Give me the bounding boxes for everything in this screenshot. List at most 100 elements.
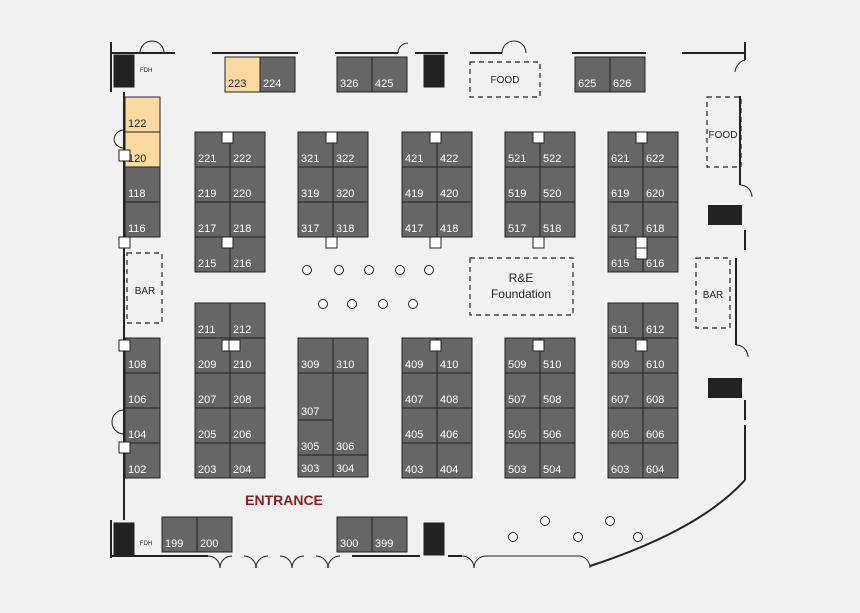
booth-417[interactable] [401, 201, 438, 238]
booth-206[interactable] [229, 407, 266, 444]
booth-108[interactable] [124, 337, 161, 374]
booth-number: 617 [611, 223, 629, 235]
booth-number: 223 [228, 78, 246, 90]
booth-106[interactable] [124, 372, 161, 409]
booth-620[interactable] [642, 166, 679, 203]
booth-217[interactable] [194, 201, 231, 238]
booth-218[interactable] [229, 201, 266, 238]
booth-518[interactable] [539, 201, 576, 238]
booth-407[interactable] [401, 372, 438, 409]
booth-number: 309 [301, 359, 319, 371]
booth-118[interactable] [124, 166, 161, 203]
booth-219[interactable] [194, 166, 231, 203]
booth-610[interactable] [642, 337, 679, 374]
booth-number: 607 [611, 394, 629, 406]
table-icon [347, 299, 357, 309]
booth-304[interactable] [332, 454, 369, 478]
door-arc [111, 409, 125, 423]
column-marker [325, 131, 338, 144]
booth-310[interactable] [332, 337, 369, 374]
booth-506[interactable] [539, 407, 576, 444]
booth-504[interactable] [539, 442, 576, 479]
booth-220[interactable] [229, 166, 266, 203]
booth-number: 616 [646, 258, 664, 270]
booth-number: 522 [543, 153, 561, 165]
booth-number: 220 [233, 188, 251, 200]
booth-418[interactable] [436, 201, 473, 238]
booth-222[interactable] [229, 131, 266, 168]
booth-425[interactable] [371, 56, 408, 93]
door-arc [461, 555, 475, 569]
table-icon [573, 532, 583, 542]
booth-102[interactable] [124, 442, 161, 479]
table-icon [334, 265, 344, 275]
booth-410[interactable] [436, 337, 473, 374]
booth-608[interactable] [642, 372, 679, 409]
column-marker [635, 339, 648, 352]
booth-505[interactable] [504, 407, 541, 444]
door-arc [255, 555, 269, 569]
booth-number: 300 [340, 538, 358, 550]
booth-420[interactable] [436, 166, 473, 203]
table-icon [318, 299, 328, 309]
booth-404[interactable] [436, 442, 473, 479]
booth-200[interactable] [196, 516, 233, 553]
fdh-cabinet-icon [423, 54, 445, 88]
booth-number: 408 [440, 394, 458, 406]
booth-508[interactable] [539, 372, 576, 409]
booth-306[interactable] [332, 372, 369, 456]
booth-408[interactable] [436, 372, 473, 409]
booth-116[interactable] [124, 201, 161, 238]
booth-419[interactable] [401, 166, 438, 203]
booth-number: 405 [405, 429, 423, 441]
booth-606[interactable] [642, 407, 679, 444]
booth-406[interactable] [436, 407, 473, 444]
booth-number: 421 [405, 153, 423, 165]
booth-399[interactable] [371, 516, 408, 553]
booth-104[interactable] [124, 407, 161, 444]
booth-307[interactable] [297, 372, 334, 421]
booth-number: 206 [233, 429, 251, 441]
door-arc [397, 42, 409, 54]
booth-number: 319 [301, 188, 319, 200]
booth-224[interactable] [259, 56, 296, 93]
booth-612[interactable] [642, 302, 679, 339]
booth-216[interactable] [229, 236, 266, 273]
door-unit-icon [708, 205, 742, 225]
food-label-right: FOOD [709, 130, 738, 141]
booth-122[interactable] [124, 96, 161, 133]
booth-number: 305 [301, 441, 319, 453]
booth-number: 521 [508, 153, 526, 165]
column-marker [532, 131, 545, 144]
booth-510[interactable] [539, 337, 576, 374]
booth-517[interactable] [504, 201, 541, 238]
booth-320[interactable] [332, 166, 369, 203]
door-unit-icon [708, 378, 742, 398]
booth-520[interactable] [539, 166, 576, 203]
booth-604[interactable] [642, 442, 679, 479]
booth-number: 303 [301, 463, 319, 475]
booth-number: 216 [233, 258, 251, 270]
booth-number: 224 [263, 78, 281, 90]
booth-318[interactable] [332, 201, 369, 238]
booth-204[interactable] [229, 442, 266, 479]
booth-405[interactable] [401, 407, 438, 444]
booth-422[interactable] [436, 131, 473, 168]
booth-626[interactable] [609, 56, 646, 93]
door-arc [735, 344, 749, 358]
hall-walls [110, 40, 753, 569]
column-marker [429, 131, 442, 144]
booth-120[interactable] [124, 131, 161, 168]
booth-number: 603 [611, 464, 629, 476]
booth-number: 615 [611, 258, 629, 270]
booth-322[interactable] [332, 131, 369, 168]
booth-number: 505 [508, 429, 526, 441]
door-arc [207, 555, 221, 569]
table-icon [633, 532, 643, 542]
booth-205[interactable] [194, 407, 231, 444]
booth-619[interactable] [607, 166, 644, 203]
booth-616[interactable] [642, 236, 679, 273]
booth-number: 622 [646, 153, 664, 165]
booth-611[interactable] [607, 302, 644, 339]
booth-403[interactable] [401, 442, 438, 479]
